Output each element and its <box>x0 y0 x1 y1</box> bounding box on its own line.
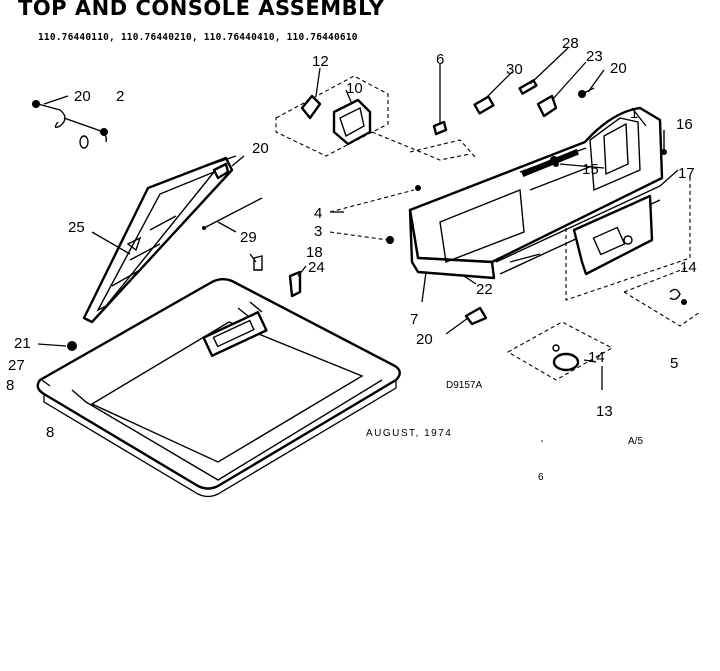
callout-10: 10 <box>346 80 363 97</box>
callout-20-d: 20 <box>416 331 433 348</box>
callout-8-b: 8 <box>46 424 54 441</box>
callout-16: 16 <box>676 116 693 133</box>
callout-3: 3 <box>314 223 322 240</box>
callout-6: 6 <box>436 51 444 68</box>
callout-25: 25 <box>68 219 85 236</box>
callout-4: 4 <box>314 205 322 222</box>
drawing-code: D9157A <box>446 380 482 391</box>
callout-21: 21 <box>14 335 31 352</box>
footer-text: D9157A AUGUST, 1974 A/5 6 <box>366 380 643 483</box>
callout-7: 7 <box>410 311 418 328</box>
callout-20-b: 20 <box>610 60 627 77</box>
callout-23: 23 <box>586 48 603 65</box>
callout-22: 22 <box>476 281 493 298</box>
callout-20-c: 20 <box>252 140 269 157</box>
diagram-title: TOP AND CONSOLE ASSEMBLY <box>18 0 385 20</box>
model-numbers: 110.76440110, 110.76440210, 110.76440410… <box>38 32 358 43</box>
callout-13: 13 <box>596 403 613 420</box>
top-panel <box>36 278 401 498</box>
page-reference: A/5 <box>628 436 643 447</box>
timer-box <box>275 75 471 161</box>
callout-27: 27 <box>8 357 25 374</box>
callout-29: 29 <box>240 229 257 246</box>
rear-bracket <box>565 176 701 327</box>
callout-17: 17 <box>678 165 695 182</box>
console-backsplash <box>408 106 664 280</box>
callout-8-a: 8 <box>6 377 14 394</box>
callout-20-a: 20 <box>74 88 91 105</box>
callout-2: 2 <box>116 88 124 105</box>
callout-15: 15 <box>582 161 599 178</box>
leader-lines <box>37 47 679 390</box>
callout-5: 5 <box>670 355 678 372</box>
callout-30: 30 <box>506 61 523 78</box>
callout-1: 1 <box>630 105 638 122</box>
callout-14-a: 14 <box>680 259 697 276</box>
hardware-parts <box>32 79 687 381</box>
callout-24: 24 <box>308 259 325 276</box>
publication-date: AUGUST, 1974 <box>366 428 452 439</box>
callout-14-b: 14 <box>588 349 605 366</box>
lid-door <box>82 155 237 324</box>
callout-12: 12 <box>312 53 329 70</box>
callout-labels: 20 2 12 10 6 30 28 23 20 1 16 20 15 17 2… <box>6 35 697 441</box>
callout-28: 28 <box>562 35 579 52</box>
stray-mark: 6 <box>538 472 544 483</box>
callout-18: 18 <box>306 244 323 261</box>
